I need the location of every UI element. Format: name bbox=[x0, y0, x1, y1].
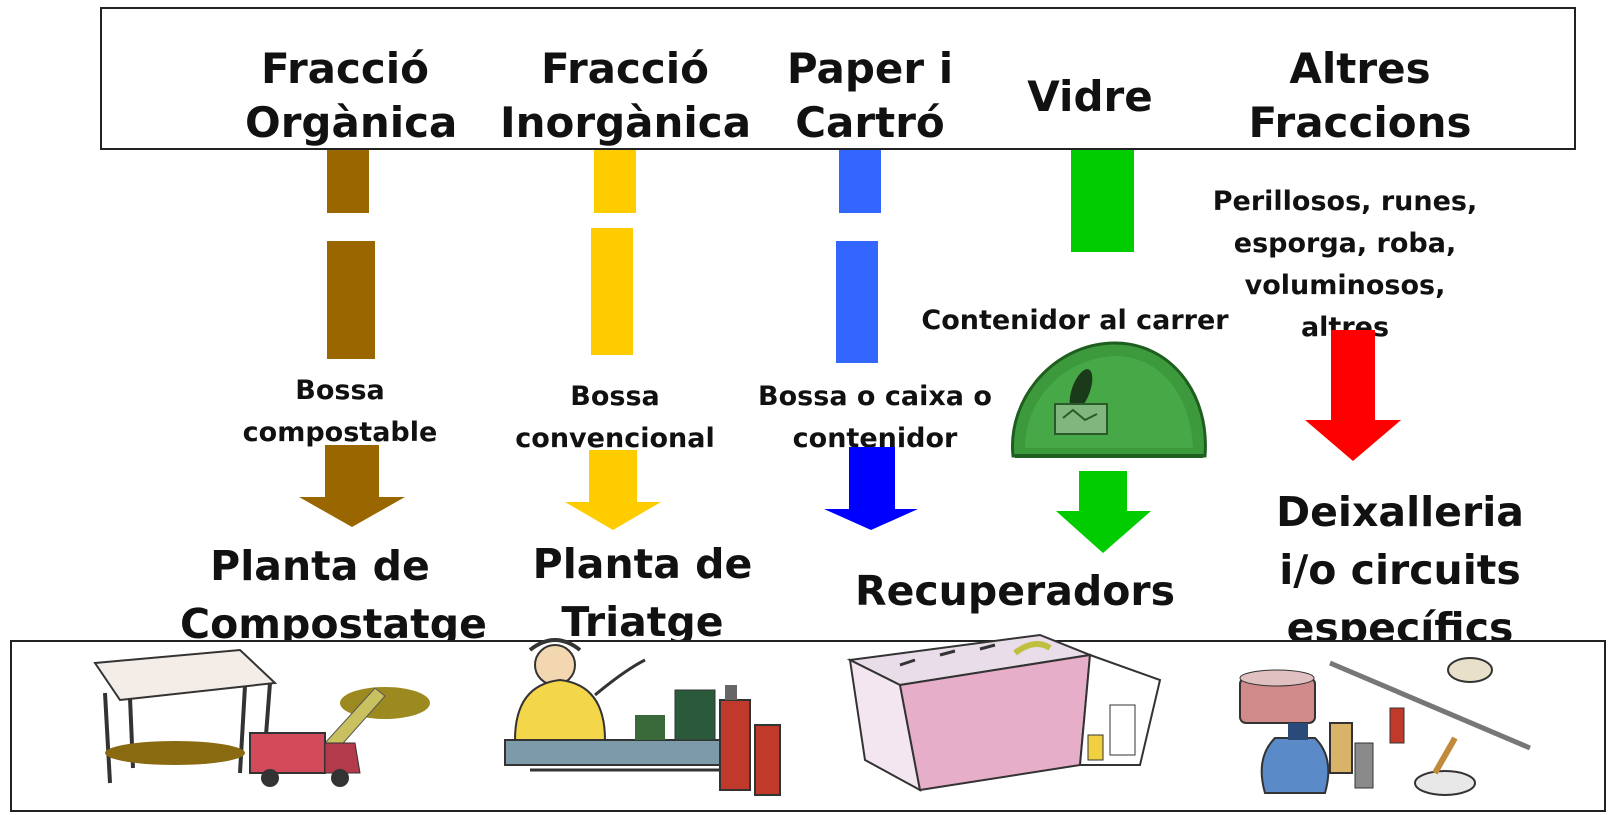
column-title-inorganica: Fracció Inorgànica bbox=[500, 44, 752, 147]
compost-plant-illustration bbox=[93, 648, 430, 787]
bar-vidre bbox=[1071, 150, 1134, 252]
container-label-organica: Bossa compostable bbox=[242, 375, 438, 448]
destination-altres: Deixalleria i/o circuits específics bbox=[1276, 488, 1524, 652]
container-label-inorganica: Bossa convencional bbox=[515, 381, 715, 454]
arrow-paper bbox=[824, 447, 918, 530]
destination-organica: Planta de Compostatge bbox=[180, 542, 487, 648]
column-title-organica: Fracció Orgànica bbox=[245, 44, 458, 147]
bar-organica-top bbox=[327, 150, 369, 213]
destination-inorganica: Planta de Triatge bbox=[532, 540, 753, 646]
column-title-vidre: Vidre bbox=[1027, 72, 1153, 121]
destination-paper-vidre: Recuperadors bbox=[855, 567, 1176, 615]
bar-inorganica-top bbox=[594, 150, 636, 213]
column-title-paper: Paper i Cartró bbox=[786, 44, 954, 147]
arrow-vidre bbox=[1056, 471, 1151, 553]
container-label-vidre: Contenidor al carrer bbox=[921, 305, 1229, 336]
bar-inorganica-bottom bbox=[591, 228, 633, 355]
bar-paper-top bbox=[839, 150, 881, 213]
container-label-altres: Perillosos, runes, esporga, roba, volumi… bbox=[1212, 186, 1478, 343]
hazardous-waste-illustration bbox=[1239, 657, 1531, 796]
arrow-inorganica bbox=[565, 450, 661, 530]
bar-paper-bottom bbox=[836, 241, 878, 363]
glass-igloo-container-illustration bbox=[1011, 341, 1207, 458]
arrow-altres bbox=[1305, 330, 1401, 461]
bar-organica-bottom bbox=[327, 241, 375, 359]
sorting-plant-illustration bbox=[504, 638, 781, 796]
recycler-container-illustration bbox=[846, 633, 1162, 792]
arrow-organica bbox=[299, 445, 405, 527]
container-label-paper: Bossa o caixa o contenidor bbox=[758, 381, 992, 454]
header-box bbox=[100, 7, 1576, 150]
column-title-altres: Altres Fraccions bbox=[1248, 44, 1472, 147]
